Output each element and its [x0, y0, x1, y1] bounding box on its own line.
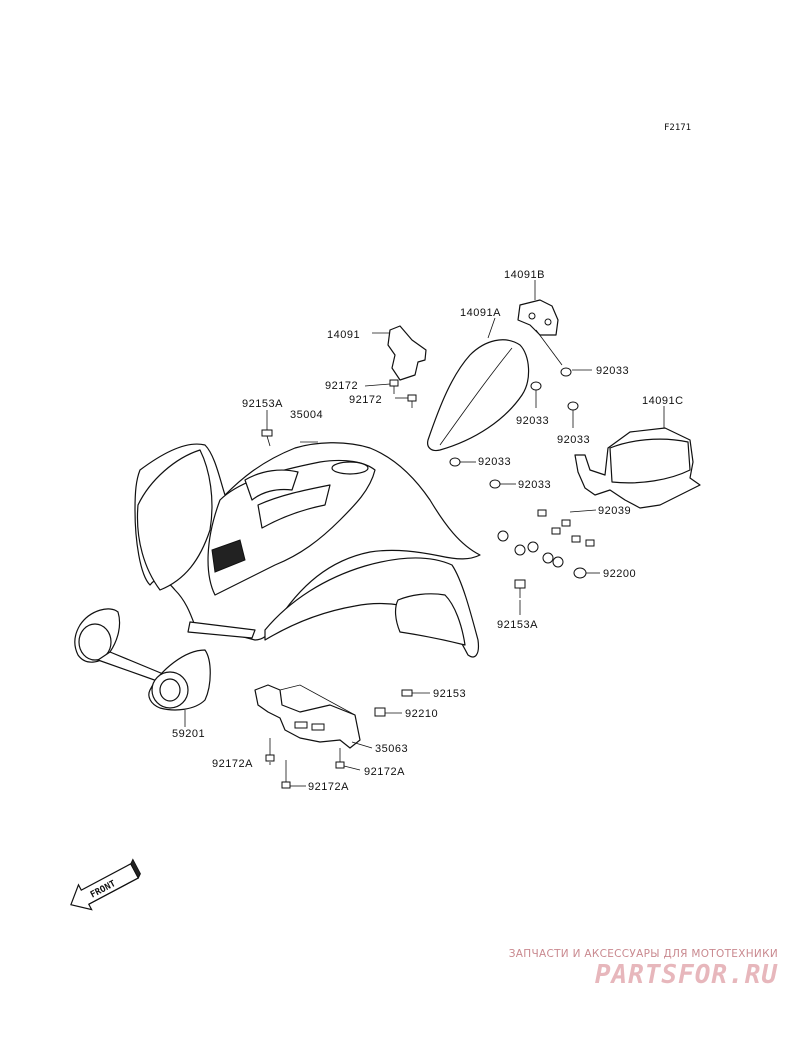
front-fender-35004[interactable] [134, 441, 481, 658]
figure-code: F2171 [664, 123, 691, 133]
watermark: ЗАПЧАСТИ И АКСЕССУАРЫ ДЛЯ МОТОТЕХНИКИ PA… [478, 948, 778, 990]
windscreen-14091A[interactable] [427, 339, 530, 452]
bracket-14091[interactable] [387, 325, 427, 381]
headlight-59201[interactable] [74, 608, 211, 711]
label-14091B: 14091B [504, 269, 545, 281]
label-35063: 35063 [375, 743, 408, 755]
label-14091: 14091 [327, 329, 360, 341]
fasteners [261, 367, 595, 789]
label-92033-a: 92033 [596, 365, 629, 377]
label-35004: 35004 [290, 409, 323, 421]
label-92153A-b: 92153A [497, 619, 538, 631]
label-14091C: 14091C [642, 395, 684, 407]
label-92033-d: 92033 [478, 456, 511, 468]
label-92172-b: 92172 [349, 394, 382, 406]
label-92033-c: 92033 [557, 434, 590, 446]
label-59201: 59201 [172, 728, 205, 740]
label-14091A: 14091A [460, 307, 501, 319]
label-92210: 92210 [405, 708, 438, 720]
watermark-tagline: ЗАПЧАСТИ И АКСЕССУАРЫ ДЛЯ МОТОТЕХНИКИ [508, 948, 778, 960]
label-92172A-c: 92172A [308, 781, 349, 793]
watermark-brand: PARTSFOR.RU [594, 960, 778, 990]
bracket-14091B[interactable] [517, 299, 563, 366]
label-92039: 92039 [598, 505, 631, 517]
label-92033-e: 92033 [518, 479, 551, 491]
front-arrow: FRONT [70, 858, 141, 911]
leader-lines [184, 280, 665, 787]
label-92033-b: 92033 [516, 415, 549, 427]
part-labels: 14091B 14091A 14091 92033 92172 92172 92… [172, 269, 684, 793]
label-92172A-a: 92172A [212, 758, 253, 770]
label-92200: 92200 [603, 568, 636, 580]
label-92153A-a: 92153A [242, 398, 283, 410]
label-92153: 92153 [433, 688, 466, 700]
label-92172-a: 92172 [325, 380, 358, 392]
cover-14091C[interactable] [574, 427, 701, 509]
bracket-35063[interactable] [254, 684, 361, 749]
label-92172A-b: 92172A [364, 766, 405, 778]
